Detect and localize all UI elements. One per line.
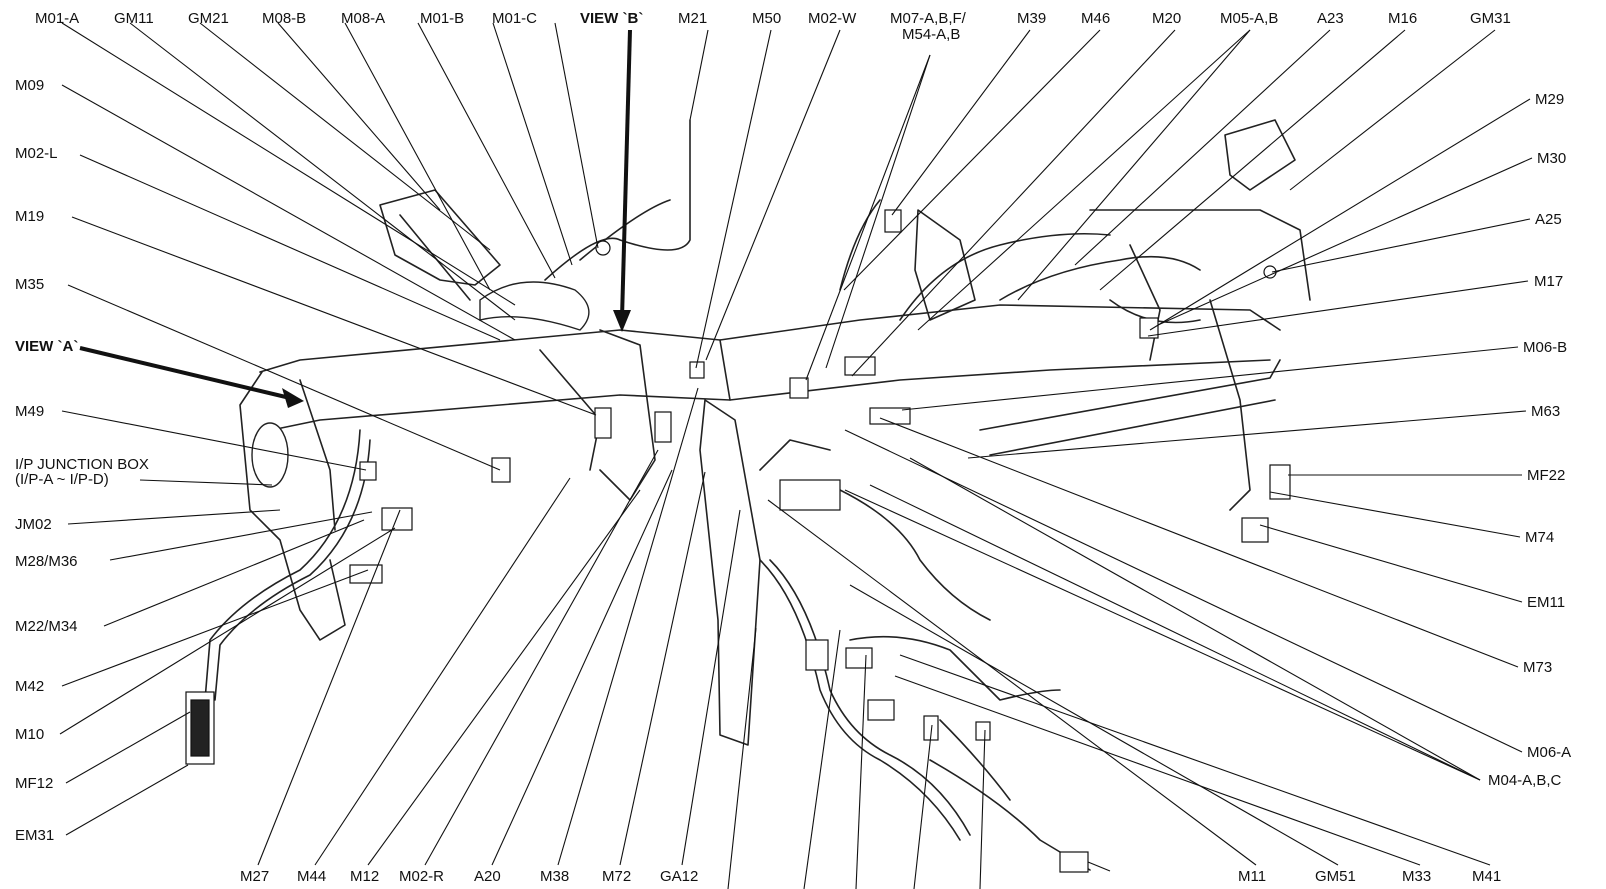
label-m39: M39 [1017, 10, 1046, 27]
label-ga12: GA12 [660, 868, 698, 885]
label-m02-r: M02-R [399, 868, 444, 885]
label-m04-abc: M04-A,B,C [1488, 772, 1562, 789]
label-m07-m54-line2: M54-A,B [902, 26, 960, 43]
label-m02-w: M02-W [808, 10, 857, 27]
label-m41: M41 [1472, 868, 1501, 885]
label-jm02: JM02 [15, 516, 52, 533]
label-m19: M19 [15, 208, 44, 225]
label-ip-junction-box-line1: I/P JUNCTION BOX [15, 456, 149, 473]
harness-artwork [185, 119, 1311, 873]
label-m20: M20 [1152, 10, 1181, 27]
label-m44: M44 [297, 868, 326, 885]
leader-lines [59, 22, 1533, 889]
label-m01-c: M01-C [492, 10, 537, 27]
label-m63: M63 [1531, 403, 1560, 420]
label-m49: M49 [15, 403, 44, 420]
label-m50: M50 [752, 10, 781, 27]
label-m21: M21 [678, 10, 707, 27]
label-mf22: MF22 [1527, 467, 1565, 484]
label-m72: M72 [602, 868, 631, 885]
label-view-a: VIEW `A` [15, 338, 78, 355]
label-gm31: GM31 [1470, 10, 1511, 27]
label-m46: M46 [1081, 10, 1110, 27]
label-m73: M73 [1523, 659, 1552, 676]
label-m07-m54-line1: M07-A,B,F/ [890, 10, 967, 27]
label-m06-a: M06-A [1527, 744, 1571, 761]
label-m11: M11 [1238, 868, 1266, 885]
label-m30: M30 [1537, 150, 1566, 167]
label-m10: M10 [15, 726, 44, 743]
label-m38: M38 [540, 868, 569, 885]
label-m06-b: M06-B [1523, 339, 1567, 356]
label-m16: M16 [1388, 10, 1417, 27]
label-a20: A20 [474, 868, 501, 885]
label-m27: M27 [240, 868, 269, 885]
label-m02-l: M02-L [15, 145, 58, 162]
label-m17: M17 [1534, 273, 1563, 290]
label-ip-junction-box-line2: (I/P-A ~ I/P-D) [15, 471, 109, 488]
label-em31: EM31 [15, 827, 54, 844]
label-gm11: GM11 [114, 10, 154, 27]
label-gm21: GM21 [188, 10, 229, 27]
label-m33: M33 [1402, 868, 1431, 885]
label-a25: A25 [1535, 211, 1562, 228]
label-m01-a: M01-A [35, 10, 79, 27]
label-m05-ab: M05-A,B [1220, 10, 1278, 27]
label-m35: M35 [15, 276, 44, 293]
label-m08-b: M08-B [262, 10, 306, 27]
label-em11: EM11 [1527, 594, 1565, 611]
label-view-b: VIEW `B` [580, 10, 643, 27]
label-m22-m34: M22/M34 [15, 618, 78, 635]
label-m09: M09 [15, 77, 44, 94]
callout-labels: M01-A GM11 GM21 M08-B M08-A M01-B M01-C … [15, 10, 1571, 885]
label-m12: M12 [350, 868, 379, 885]
label-m29: M29 [1535, 91, 1564, 108]
label-m28-m36: M28/M36 [15, 553, 78, 570]
label-m08-a: M08-A [341, 10, 385, 27]
label-m42: M42 [15, 678, 44, 695]
label-mf12: MF12 [15, 775, 53, 792]
label-m01-b: M01-B [420, 10, 464, 27]
label-gm51: GM51 [1315, 868, 1356, 885]
label-m74: M74 [1525, 529, 1554, 546]
label-a23: A23 [1317, 10, 1344, 27]
view-arrows [79, 29, 632, 408]
